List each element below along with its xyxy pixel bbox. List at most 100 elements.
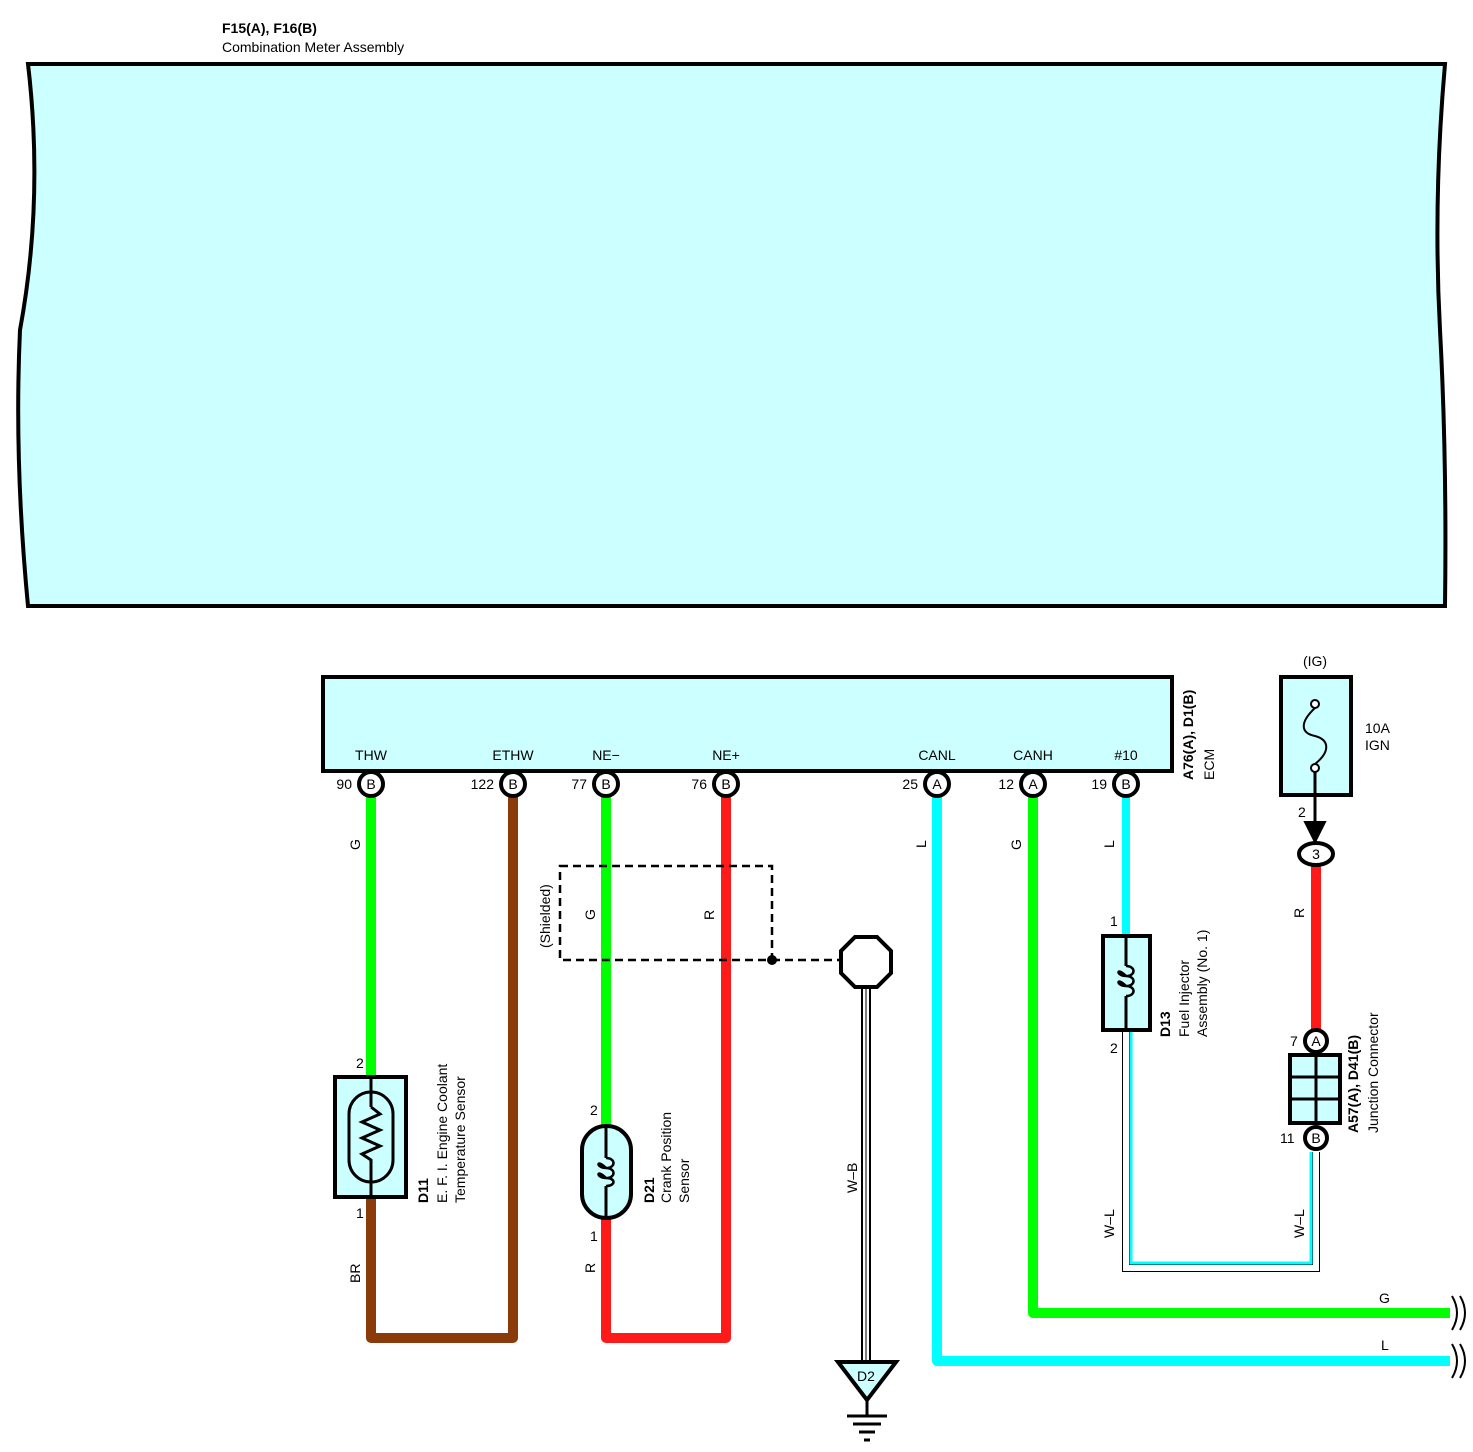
coolant-code: D11 xyxy=(415,1178,431,1203)
conn-letter-10: B xyxy=(1121,776,1130,792)
wire-label-ne-minus: G xyxy=(582,909,598,920)
wire-label-fuse-r: R xyxy=(1291,908,1307,918)
ecm-name: ECM xyxy=(1201,749,1217,780)
injector-coil-icon xyxy=(1117,964,1135,998)
ecm-connector-ethw: B xyxy=(499,770,527,798)
break-mark-l xyxy=(1451,1343,1466,1379)
ecm-connector-thw: B xyxy=(357,770,385,798)
conn-letter-ne-minus: B xyxy=(601,776,610,792)
fuse-ig-label: (IG) xyxy=(1303,653,1327,669)
fuse-name: IGN xyxy=(1365,737,1390,753)
conn-letter-canl: A xyxy=(932,776,942,792)
shield-label: (Shielded) xyxy=(537,884,553,948)
conn-letter-ne-plus: B xyxy=(721,776,730,792)
wire-wl-stripe xyxy=(1129,1030,1313,1265)
meter-code: F15(A), F16(B) xyxy=(222,20,317,36)
fuse-arrow-icon xyxy=(1303,821,1327,845)
fuse-icon xyxy=(1302,707,1328,765)
injector-pin-top: 1 xyxy=(1110,913,1118,929)
injector-code: D13 xyxy=(1157,1011,1173,1037)
jc-name: Junction Connector xyxy=(1365,1012,1381,1133)
ecm-connector-canh: A xyxy=(1019,770,1047,798)
crank-code: D21 xyxy=(641,1177,657,1203)
injector-line1: Fuel Injector xyxy=(1176,960,1192,1037)
jc-conn-b: B xyxy=(1311,1130,1320,1146)
ecm-connector-ne-minus: B xyxy=(592,770,620,798)
pin-num-10: 19 xyxy=(1091,776,1107,792)
shield-ground-octagon xyxy=(839,935,893,989)
pin-num-canh: 12 xyxy=(998,776,1014,792)
wire-label-crank-r: R xyxy=(582,1263,598,1273)
pin-name-ethw: ETHW xyxy=(492,747,534,763)
ecm-code: A76(A), D1(B) xyxy=(1180,690,1196,780)
wire-label-inj-wl: W–L xyxy=(1101,1209,1117,1238)
break-mark-g xyxy=(1451,1295,1466,1331)
ground-code: D2 xyxy=(857,1368,875,1384)
injector-line2: Assembly (No. 1) xyxy=(1194,930,1210,1037)
wire-ne-plus-red xyxy=(601,797,731,1343)
coolant-pin-top: 2 xyxy=(356,1055,364,1071)
coolant-line2: Temperature Sensor xyxy=(452,1076,468,1203)
pin-name-canh: CANH xyxy=(1013,747,1053,763)
ecm-connector-10: B xyxy=(1112,770,1140,798)
shield-junction-dot xyxy=(767,955,777,965)
crank-line1: Crank Position xyxy=(658,1112,674,1203)
jc-connector-a xyxy=(1303,1028,1329,1054)
pin-name-canl: CANL xyxy=(918,747,956,763)
coolant-pin-bottom: 1 xyxy=(356,1205,364,1221)
fuse-terminal-top xyxy=(1310,699,1320,709)
wire-label-out-g: G xyxy=(1379,1290,1390,1306)
crank-line2: Sensor xyxy=(676,1158,692,1203)
meter-name: Combination Meter Assembly xyxy=(222,39,404,55)
ground-connector xyxy=(833,1360,901,1404)
ecm-box xyxy=(321,675,1174,773)
wire-label-br: BR xyxy=(347,1264,363,1283)
pin-num-ethw: 122 xyxy=(471,776,495,792)
combination-meter-box xyxy=(16,62,1448,608)
conn-letter-canh: A xyxy=(1028,776,1038,792)
coolant-line1: E. F. I. Engine Coolant xyxy=(434,1064,450,1203)
jc-pin-a: 7 xyxy=(1290,1033,1298,1049)
wire-label-wb: W–B xyxy=(844,1163,860,1193)
pin-num-thw: 90 xyxy=(336,776,352,792)
wire-wl-white xyxy=(1123,1030,1319,1271)
wire-label-thw: G xyxy=(347,839,363,850)
fuse-connector xyxy=(1297,841,1335,867)
crank-pin-top: 2 xyxy=(590,1102,598,1118)
ecm-connector-ne-plus: B xyxy=(712,770,740,798)
fuse-conn-pin: 3 xyxy=(1312,846,1320,862)
conn-letter-ethw: B xyxy=(508,776,517,792)
ground-icon xyxy=(847,1414,887,1442)
injector-pin-bottom: 2 xyxy=(1110,1040,1118,1056)
pin-name-thw: THW xyxy=(355,747,388,763)
wire-label-inj: L xyxy=(1101,840,1117,848)
fuse-pin-out: 2 xyxy=(1298,804,1306,820)
jc-conn-a: A xyxy=(1311,1033,1321,1049)
coil-icon xyxy=(597,1156,615,1188)
pin-name-ne-minus: NE− xyxy=(592,747,620,763)
pin-num-canl: 25 xyxy=(902,776,918,792)
jc-pin-b: 11 xyxy=(1280,1130,1295,1146)
wire-label-canl: L xyxy=(913,840,929,848)
wire-label-canh: G xyxy=(1008,839,1024,850)
wire-wl-outline xyxy=(1122,1030,1320,1272)
pin-num-ne-minus: 77 xyxy=(571,776,587,792)
fuse-terminal-bottom xyxy=(1310,763,1320,773)
thermistor-icon xyxy=(358,1105,384,1167)
fuse-rating: 10A xyxy=(1365,720,1391,736)
conn-letter-thw: B xyxy=(366,776,375,792)
pin-name-ne-plus: NE+ xyxy=(712,747,740,763)
wire-canh-green xyxy=(1028,797,1450,1318)
wire-label-out-l: L xyxy=(1381,1337,1389,1353)
shield-box xyxy=(558,864,774,962)
crank-pin-bottom: 1 xyxy=(590,1228,598,1244)
pin-num-ne-plus: 76 xyxy=(691,776,707,792)
jc-connector-b xyxy=(1303,1125,1329,1151)
ecm-connector-canl: A xyxy=(923,770,951,798)
pin-name-10: #10 xyxy=(1114,747,1138,763)
wire-label-jc-wl: W–L xyxy=(1291,1209,1307,1238)
jc-code: A57(A), D41(B) xyxy=(1345,1035,1361,1133)
wire-brown-loop xyxy=(366,797,518,1343)
